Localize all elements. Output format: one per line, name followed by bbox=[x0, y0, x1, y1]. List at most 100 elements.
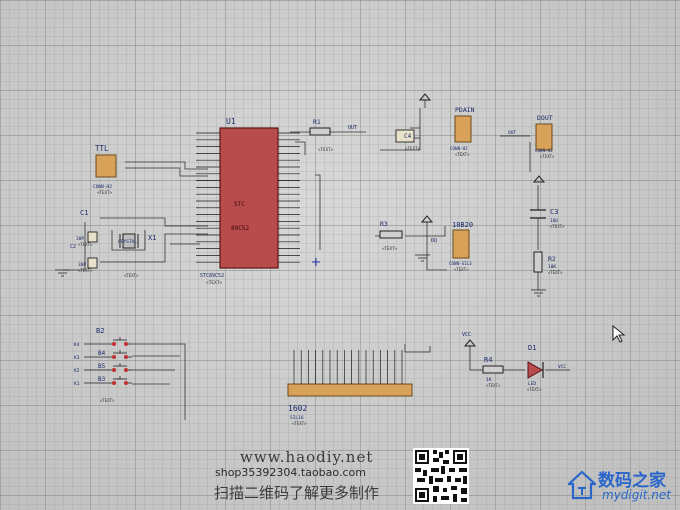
c2-body bbox=[87, 257, 98, 269]
wires bbox=[62, 100, 570, 420]
c4-ref: C4 bbox=[404, 133, 412, 140]
u1-chip-text: STC bbox=[234, 201, 245, 208]
site-logo: 数码之家 mydigit.net bbox=[568, 466, 676, 506]
x1-crystal[interactable]: X1 CRYSTAL <TEXT> bbox=[118, 233, 156, 278]
r4-body bbox=[482, 365, 504, 374]
r2-text: <TEXT> bbox=[548, 270, 563, 275]
button-key-label: K4 bbox=[74, 342, 80, 348]
x1-type: CRYSTAL bbox=[118, 239, 137, 245]
pdain-body bbox=[454, 115, 472, 143]
button-ref-label: B5 bbox=[98, 363, 106, 370]
ground-symbols bbox=[55, 254, 546, 297]
qr-code-icon bbox=[413, 448, 469, 504]
ttl-type: CONN-H2 bbox=[93, 184, 112, 190]
u1-microcontroller[interactable]: U1 STC 89C52 STC89C52 <TEXT> bbox=[196, 117, 300, 286]
c4-capacitor[interactable]: C4 <TEXT> bbox=[395, 129, 421, 151]
r4-resistor[interactable]: R4 1K <TEXT> bbox=[482, 356, 504, 388]
pdain-type: CONN-H2 bbox=[450, 146, 468, 151]
r2-resistor[interactable]: R2 10K <TEXT> bbox=[533, 251, 563, 275]
dout-arrow-icon bbox=[532, 175, 546, 183]
r1-sub: <TEXT> bbox=[318, 147, 334, 152]
x1-ref: X1 bbox=[148, 234, 156, 242]
push-button-icon bbox=[84, 350, 132, 359]
lcd-sub: SIL16 bbox=[290, 415, 304, 421]
logo-en: mydigit.net bbox=[602, 488, 671, 502]
c4-body bbox=[395, 129, 415, 143]
button-key-label: K1 bbox=[74, 381, 80, 387]
r4-val: 1K bbox=[486, 377, 492, 383]
d1-triangle bbox=[527, 361, 544, 379]
lcd-pins bbox=[293, 350, 403, 384]
buttons-ref: B2 bbox=[96, 327, 104, 335]
lcd-ref: 1602 bbox=[288, 404, 307, 413]
dout-type: CONN-H2 bbox=[535, 148, 553, 153]
vcc-arrow-icon bbox=[463, 339, 477, 347]
c2-text: <TEXT> bbox=[78, 268, 93, 273]
pdain-ref: PDAIN bbox=[455, 106, 475, 114]
u1-footer: STC89C52 bbox=[200, 273, 224, 279]
mouse-cursor-icon bbox=[612, 325, 626, 343]
c2-val: 30P bbox=[78, 262, 86, 268]
ds18b20-arrow-icon bbox=[420, 215, 434, 223]
u1-footer-text: <TEXT> bbox=[206, 280, 223, 286]
dout-text: <TEXT> bbox=[540, 154, 555, 159]
ds18b20-ref: 18B20 bbox=[452, 221, 473, 229]
ds18b20-body bbox=[452, 229, 470, 259]
u1-body bbox=[219, 127, 279, 269]
d1-led[interactable]: D1 LED <TEXT> VCC VCC bbox=[462, 332, 566, 392]
dout-ref: DOUT bbox=[537, 114, 553, 122]
c1-text: <TEXT> bbox=[78, 242, 93, 247]
c1-val: 30P bbox=[76, 236, 84, 242]
dout-body bbox=[535, 123, 553, 151]
dout-net: OUT bbox=[508, 130, 516, 136]
dout-connector[interactable]: DOUT CONN-H2 <TEXT> OUT bbox=[508, 114, 555, 183]
c2-ref: C2 bbox=[70, 244, 76, 250]
c1-ref: C1 bbox=[80, 209, 88, 217]
watermark-shop: shop35392304.taobao.com bbox=[215, 466, 366, 479]
u1-ref: U1 bbox=[226, 117, 236, 126]
c4-sub: <TEXT> bbox=[405, 146, 421, 151]
buttons-text: <TEXT> bbox=[100, 398, 115, 403]
pdain-connector[interactable]: PDAIN CONN-H2 <TEXT> bbox=[418, 93, 475, 157]
c3-capacitor[interactable]: C3 10U <TEXT> bbox=[530, 208, 565, 229]
button-key-label: K2 bbox=[74, 368, 80, 374]
dq-label: DQ bbox=[431, 238, 437, 244]
watermark-caption: 扫描二维码了解更多制作 bbox=[214, 484, 380, 502]
c3-text: <TEXT> bbox=[550, 224, 565, 229]
r3-body bbox=[379, 230, 403, 239]
button-ref-label: B3 bbox=[98, 376, 106, 383]
ds18b20-type: CONN-SIL3 bbox=[449, 261, 472, 266]
button-key-label: K3 bbox=[74, 355, 80, 361]
u1-left-pins bbox=[196, 132, 220, 263]
u1-right-pins bbox=[278, 132, 300, 263]
c1-capacitor[interactable]: C1 30P <TEXT> bbox=[76, 209, 98, 247]
vcc-label: VCC bbox=[462, 332, 471, 338]
lcd-body bbox=[287, 383, 413, 397]
ttl-text: <TEXT> bbox=[97, 190, 113, 195]
u1-chip-part: 89C52 bbox=[231, 225, 249, 232]
d1-ref: D1 bbox=[528, 344, 536, 352]
push-button-icon bbox=[84, 363, 132, 372]
r2-ref: R2 bbox=[548, 255, 556, 263]
r4-text: <TEXT> bbox=[486, 383, 501, 388]
logo-cn: 数码之家 bbox=[598, 471, 666, 491]
x1-body bbox=[122, 233, 136, 249]
r1-net: OUT bbox=[348, 125, 357, 131]
r3-resistor[interactable]: R3 <TEXT> bbox=[379, 220, 403, 251]
lcd-text: <TEXT> bbox=[292, 421, 307, 426]
c3-val: 10U bbox=[550, 218, 558, 224]
r1-resistor[interactable]: R1 <TEXT> OUT bbox=[309, 118, 357, 152]
watermark-url: www.haodiy.net bbox=[240, 448, 374, 466]
r3-ref: R3 bbox=[380, 220, 388, 228]
ds18b20-text: <TEXT> bbox=[454, 267, 469, 272]
d1-text: <TEXT> bbox=[527, 387, 542, 392]
push-button-icon bbox=[84, 337, 132, 346]
ttl-connector[interactable]: TTL CONN-H2 <TEXT> bbox=[93, 144, 117, 195]
ds18b20-sensor[interactable]: 18B20 CONN-SIL3 <TEXT> DQ bbox=[420, 215, 473, 272]
ttl-ref: TTL bbox=[95, 144, 109, 153]
c2-capacitor[interactable]: C2 30P <TEXT> bbox=[70, 244, 98, 273]
lcd-1602[interactable]: 1602 SIL16 <TEXT> bbox=[287, 350, 413, 426]
